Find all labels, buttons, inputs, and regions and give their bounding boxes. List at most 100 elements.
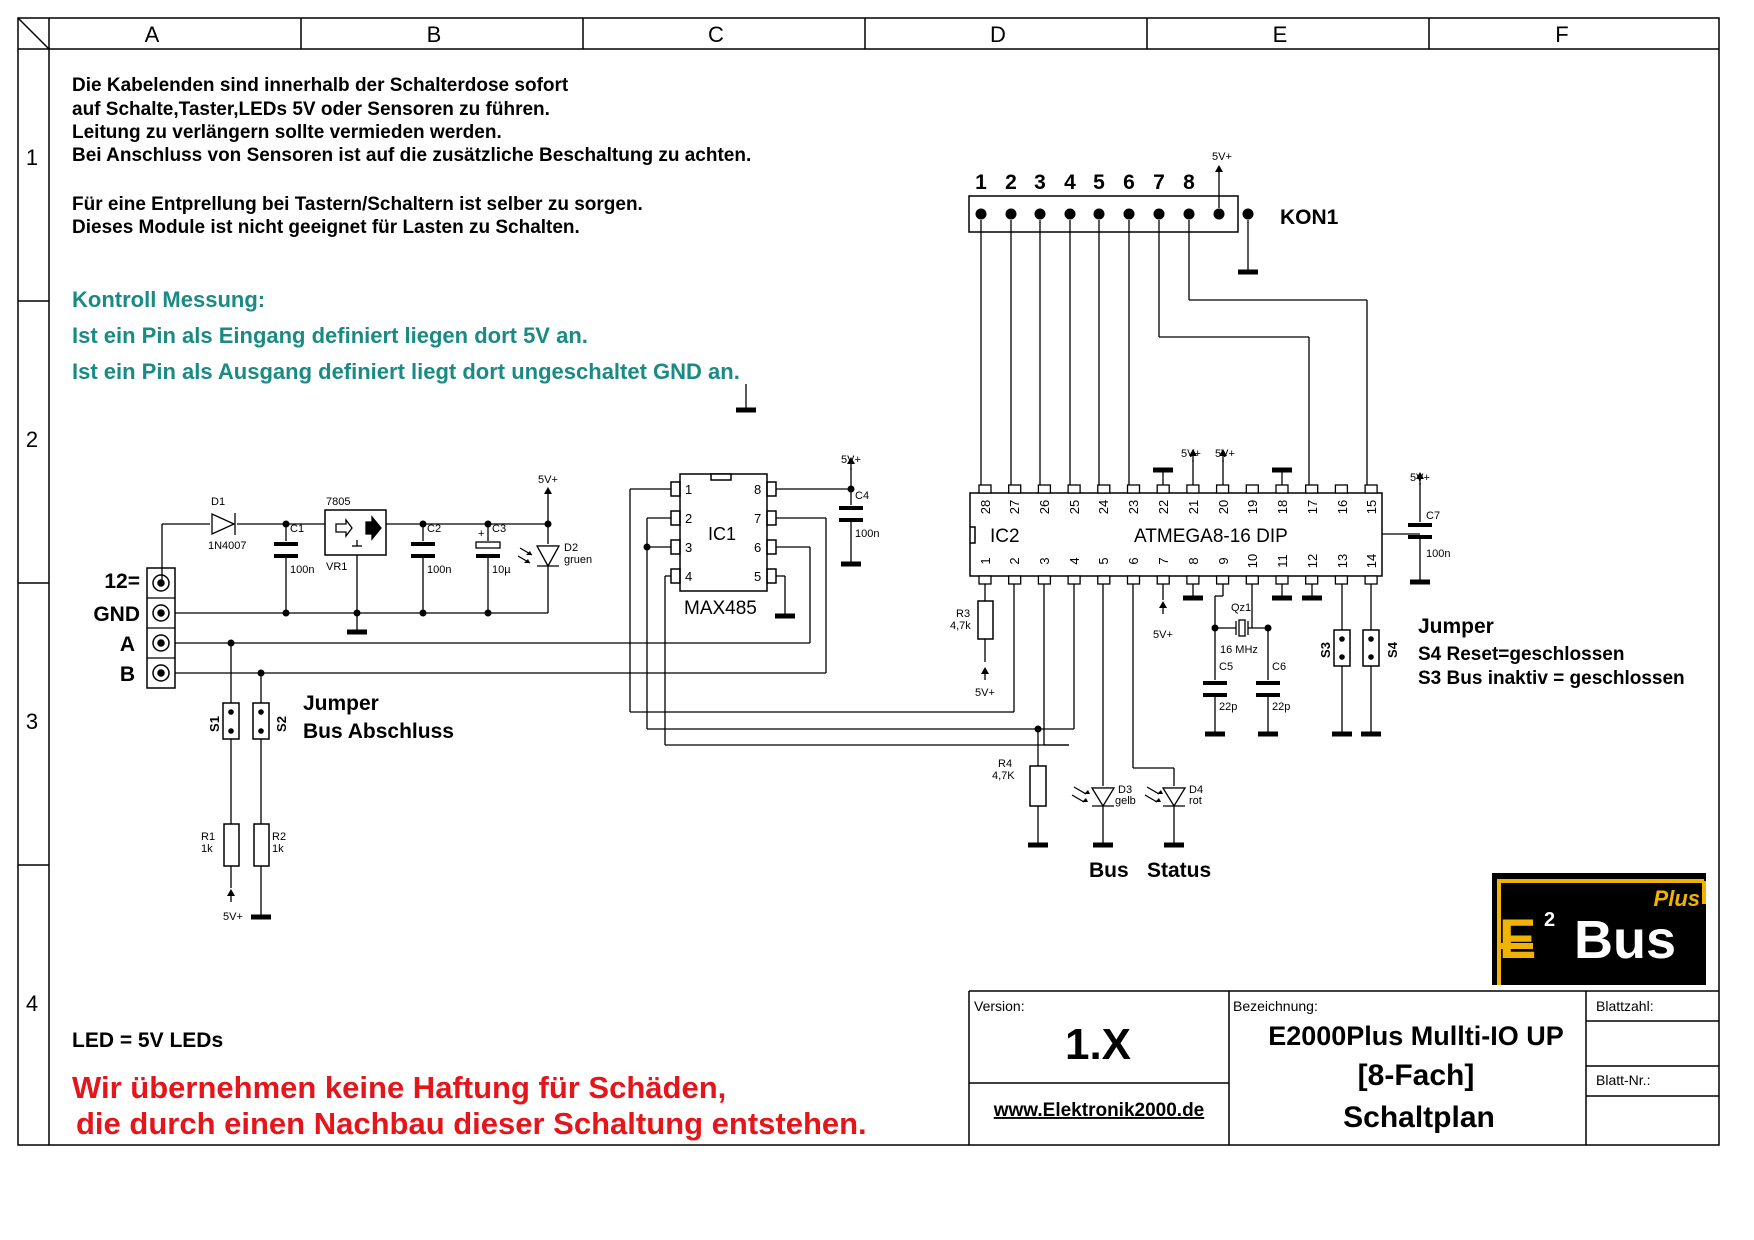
vr1-label: VR1 [326,561,347,573]
col-label: E [1273,22,1288,47]
vcc-label: 5V+ [975,687,995,699]
col-label: A [145,22,160,47]
mcu-top-supply [1162,460,1432,580]
vcc-arrow [980,666,990,681]
r3-label: R3 [956,608,970,620]
note-line: Leitung zu verlängern sollte vermieden w… [72,122,502,143]
kon1-connector [968,195,1239,233]
mcu-pin [1097,484,1111,494]
mcu-pin [978,484,992,494]
vcc-arrow [543,486,553,501]
kon1-labels: 1 2 3 4 5 6 7 8 [975,171,1195,194]
pin-number: 4 [1067,557,1082,564]
mcu-top-pin-numbers: 28 27 26 25 24 23 22 21 20 19 18 17 16 1… [978,500,1379,514]
pin-number: 5 [1096,557,1111,564]
mcu-pin [1334,575,1349,585]
mcu-pin [1334,484,1349,494]
pin-number: 17 [1305,500,1320,514]
kon1-pin-number: 7 [1153,171,1165,194]
c2-value: 100n [427,564,451,576]
col-label: D [990,22,1006,47]
c7-value: 100n [1426,548,1450,560]
bus-termination [222,643,270,915]
e2bus-logo: Plus E 2 Bus [1492,873,1706,985]
drawing-title: Schaltplan [1343,1101,1495,1134]
c5-label: C5 [1219,661,1233,673]
status-led-label: Status [1147,859,1211,882]
max485-dots [643,485,855,551]
pin-number: 5 [754,569,761,584]
col-label: F [1555,22,1568,47]
note-line: Für eine Entprellung bei Tastern/Schalte… [72,194,643,215]
mcu-pin [1245,575,1259,585]
pin-number: 6 [754,540,761,555]
mcu-pin [1364,484,1378,494]
pin-number: 7 [1156,557,1171,564]
max485-labels: 1 2 3 4 8 7 6 5 IC1 MAX485 C4 100n 5V+ [684,454,879,619]
mcu-bottom-pin-numbers: 1 2 3 4 5 6 7 8 9 10 11 12 13 14 [978,554,1379,568]
pin-number: 6 [1126,557,1141,564]
logo-superscript: 2 [1544,909,1555,931]
mcu-bottom-pins [978,575,1378,585]
column-labels: A B C D E F [145,22,1569,47]
terminal-label: A [120,633,135,656]
bus-led-label: Bus [1089,859,1129,882]
mcu-pin [1008,575,1022,585]
measure-title: Kontroll Messung: [72,287,265,312]
pin-number: 20 [1216,500,1231,514]
r2-value: 1k [272,843,284,855]
row-label: 4 [26,991,38,1016]
pin-number: 16 [1335,500,1350,514]
pin-number: 2 [1007,557,1022,564]
max485-label: MAX485 [684,598,757,619]
qz1-label: Qz1 [1231,602,1251,614]
power-labels: 12= GND A B D1 1N4007 7805 VR1 C1 100n C… [93,474,592,686]
s3-label: S3 [1318,642,1333,658]
notes: Die Kabelenden sind innerhalb der Schalt… [72,75,751,238]
vcc-label: 5V+ [1215,448,1235,460]
pin-number: 24 [1096,500,1111,514]
logo-plus: Plus [1654,886,1700,911]
vcc-label: 5V+ [1212,151,1232,163]
kon1-pin-number: 6 [1123,171,1135,194]
kon1-pin-number: 2 [1005,171,1017,194]
row-labels: 1 2 3 4 [26,145,38,1016]
mcu-pin [1305,575,1319,585]
d3-value: gelb [1115,795,1136,807]
gnd-symbol [736,384,756,410]
version-value: 1.X [1065,1020,1131,1069]
kon1-wiring [980,178,1368,485]
s2-label: S2 [274,716,289,732]
terminal-screws [152,574,170,682]
kon1-label: KON1 [1280,206,1339,229]
mcu-pin [1305,484,1319,494]
c1-label: C1 [290,523,304,535]
mcu-pin [1364,575,1378,585]
vcc-label: 5V+ [1153,629,1173,641]
measure-line: Ist ein Pin als Ausgang definiert liegt … [72,359,740,384]
vcc-label: 5V+ [538,474,558,486]
mcu-top-pins [978,484,1378,494]
vcc-arrow [1214,164,1224,179]
mcu-pin [1186,575,1200,585]
r4-value: 4,7K [992,770,1015,782]
mcu-pin [1067,484,1081,494]
website-link[interactable]: www.Elektronik2000.de [993,1100,1205,1121]
mcu-bottom-wiring [977,584,1380,843]
pin-number: 8 [1186,557,1201,564]
d4-value: rot [1189,795,1202,807]
mcu-pin [1037,484,1052,494]
col-label: B [427,22,442,47]
vcc-label: 5V+ [223,911,243,923]
kon1-pin-number: 3 [1034,171,1046,194]
pin-number: 19 [1245,500,1260,514]
c6-value: 22p [1272,701,1290,713]
pin-number: 9 [1216,557,1231,564]
mcu-bottom-dots [1034,624,1374,802]
termination-labels: S1 S2 Jumper Bus Abschluss R1 1k R2 1k 5… [201,692,454,923]
d4-label: D4 [1189,784,1203,796]
version-label: Version: [974,998,1025,1014]
kon1-pin-number: 4 [1064,171,1076,194]
c3-plus: + [478,528,484,540]
